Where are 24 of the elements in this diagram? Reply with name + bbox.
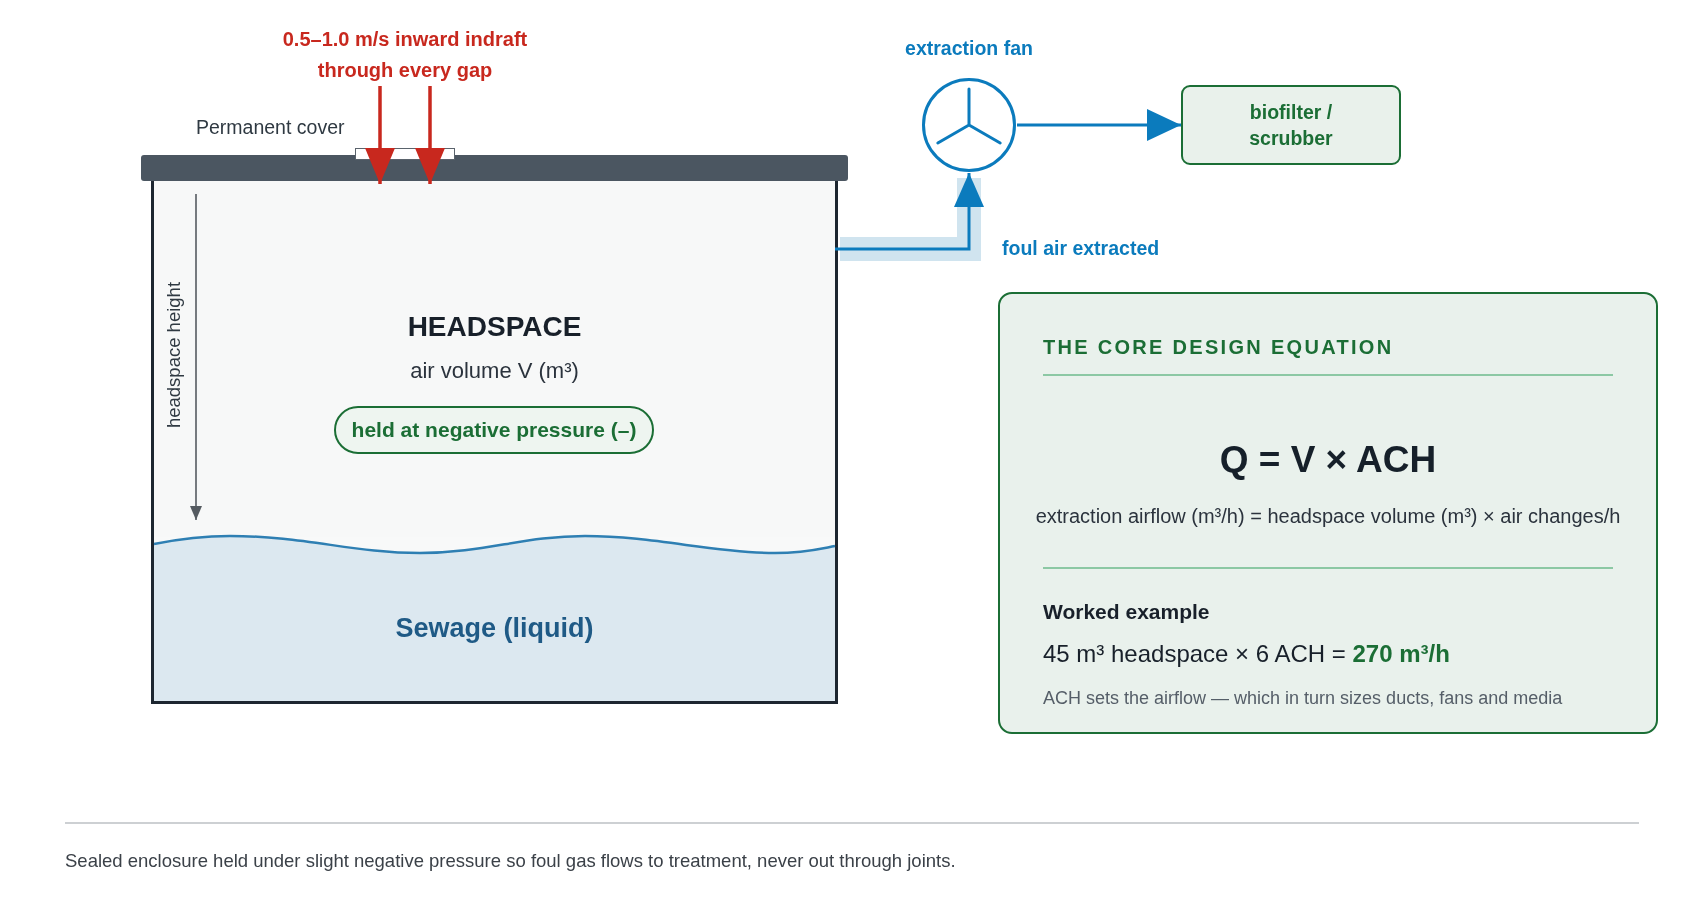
- status-pill: held at negative pressure (–): [334, 406, 654, 454]
- panel-heading: THE CORE DESIGN EQUATION: [1043, 336, 1394, 359]
- process-box: biofilter / scrubber: [1181, 85, 1401, 165]
- worked-example: 45 m³ headspace × 6 ACH = 270 m³/h: [1043, 640, 1450, 668]
- liquid-region: [154, 535, 835, 701]
- fan-symbol: [921, 77, 1017, 173]
- arrow: [415, 86, 445, 184]
- equation: Q = V × ACH: [1219, 439, 1437, 481]
- caption: Sealed enclosure held under slight negative pressure so foul gas flows to treatment, never out through joints.: [65, 850, 956, 872]
- indraft-note: 0.5–1.0 m/s inward indraft through every gap: [265, 24, 545, 86]
- tank: [151, 181, 838, 704]
- arrow: [1017, 109, 1181, 141]
- region-title: HEADSPACE: [407, 311, 582, 343]
- arrow: [365, 86, 395, 184]
- equation-legend: extraction airflow (m³/h) = headspace volume (m³) × air changes/h: [1035, 505, 1621, 528]
- dimension-label: headspace height: [163, 281, 185, 429]
- info-panel: [998, 292, 1658, 734]
- region-label: Sewage (liquid): [395, 613, 594, 644]
- fan-label: extraction fan: [905, 37, 1033, 60]
- footnote: ACH sets the airflow — which in turn sizes ducts, fans and media: [1043, 688, 1563, 709]
- part-label: Permanent cover: [196, 116, 345, 139]
- section-heading: Worked example: [1043, 600, 1210, 624]
- arrow: [835, 173, 984, 251]
- region-subtitle: air volume V (m³): [410, 358, 579, 384]
